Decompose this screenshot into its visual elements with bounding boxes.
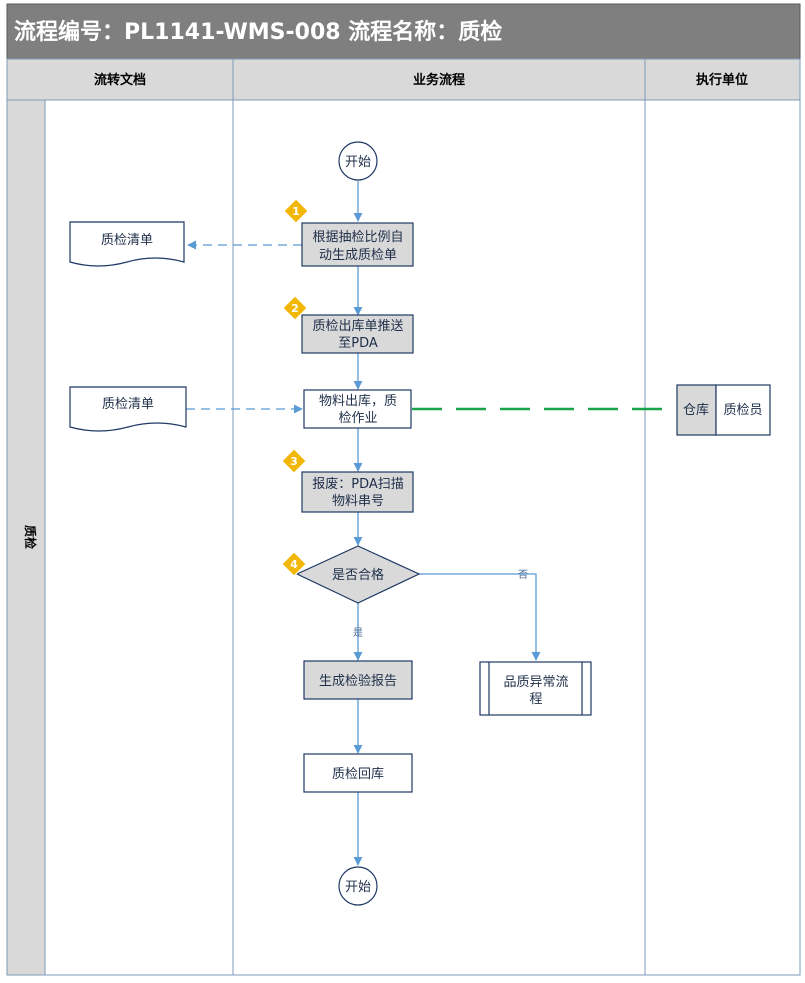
step-marker-1-label: 1 xyxy=(292,205,300,218)
column-header-process: 业务流程 xyxy=(413,72,465,88)
step-marker-3-label: 3 xyxy=(290,455,298,468)
step-marker-2-label: 2 xyxy=(291,302,299,315)
exec-inspector: 质检员 xyxy=(723,403,762,418)
document-2-label: 质检清单 xyxy=(102,397,154,412)
step-marker-2: 2 xyxy=(282,295,308,321)
process-step-2: 质检出库单推送 至PDA xyxy=(301,314,414,354)
process-step-3: 物料出库，质 检作业 xyxy=(303,389,412,429)
edge-label-yes: 是 xyxy=(353,627,363,639)
step-marker-4: 4 xyxy=(281,551,307,577)
process-step-1: 根据抽检比例自 动生成质检单 xyxy=(301,222,414,267)
exec-unit: 仓库 质检员 xyxy=(676,384,771,436)
step-marker-1: 1 xyxy=(283,198,309,224)
edge-label-no: 否 xyxy=(518,569,528,581)
page-header: 流程编号：PL1141-WMS-008 流程名称：质检 xyxy=(6,3,801,60)
column-header-exec: 执行单位 xyxy=(696,72,748,88)
end-node-label: 开始 xyxy=(345,880,371,895)
end-node: 开始 xyxy=(338,866,378,906)
document-2: 质检清单 xyxy=(69,386,187,432)
page-title: 流程编号：PL1141-WMS-008 流程名称：质检 xyxy=(14,19,502,45)
process-step-2-line1: 质检出库单推送 xyxy=(312,318,403,334)
process-step-4-line2: 物料串号 xyxy=(332,494,384,509)
document-1-label: 质检清单 xyxy=(101,233,153,248)
document-1: 质检清单 xyxy=(69,221,185,267)
decision-node-label: 是否合格 xyxy=(332,567,384,583)
process-report: 生成检验报告 xyxy=(303,660,413,700)
exec-warehouse: 仓库 xyxy=(683,402,709,418)
process-step-1-line2: 动生成质检单 xyxy=(319,248,397,263)
lane-label: 质检 xyxy=(23,525,38,549)
process-step-2-line2: 至PDA xyxy=(338,336,378,351)
process-report-label: 生成检验报告 xyxy=(319,673,397,689)
step-marker-4-label: 4 xyxy=(290,558,298,571)
column-header-docs: 流转文档 xyxy=(94,72,146,88)
process-step-4-line1: 报废：PDA扫描 xyxy=(312,476,404,492)
process-step-3-line2: 检作业 xyxy=(338,411,377,426)
step-marker-3: 3 xyxy=(281,448,307,474)
exception-line1: 品质异常流 xyxy=(503,675,568,690)
exception-line2: 程 xyxy=(529,692,542,707)
process-step-4: 报废：PDA扫描 物料串号 xyxy=(301,471,414,513)
process-return-stock: 质检回库 xyxy=(303,753,413,793)
start-node: 开始 xyxy=(338,141,378,181)
process-step-1-line1: 根据抽检比例自 xyxy=(312,230,403,245)
process-step-3-line1: 物料出库，质 xyxy=(319,393,397,409)
exception-subprocess: 品质异常流 程 xyxy=(479,661,592,716)
column-headers: 流转文档 业务流程 执行单位 xyxy=(6,58,801,101)
decision-node: 是否合格 xyxy=(295,545,421,604)
process-return-stock-label: 质检回库 xyxy=(332,766,384,782)
edge-decision-exception xyxy=(419,573,541,661)
connectors xyxy=(186,181,541,866)
start-node-label: 开始 xyxy=(345,155,371,170)
